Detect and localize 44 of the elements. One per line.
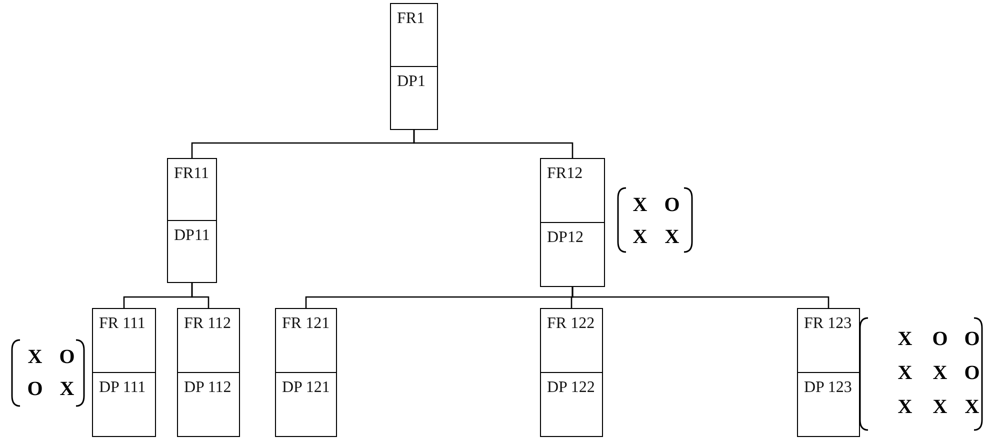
requirement-label: FR 123 <box>804 314 852 334</box>
parameter-label: DP 122 <box>547 378 595 398</box>
parameter-label: DP 121 <box>282 378 330 398</box>
fr-dp-box <box>540 158 605 287</box>
fr-dp-box <box>390 3 438 130</box>
fr-dp-box <box>167 158 217 283</box>
matrix-entry: O <box>59 347 75 367</box>
parameter-label: DP1 <box>397 72 426 92</box>
connector-line <box>413 130 574 158</box>
matrix-entry: X <box>898 363 912 383</box>
matrix-entry: X <box>964 397 980 417</box>
requirement-label: FR 111 <box>99 314 146 334</box>
parameter-label: DP 111 <box>99 378 146 398</box>
parameter-label: DP11 <box>174 226 210 246</box>
connector-line <box>572 287 830 308</box>
matrix-entry: O <box>664 195 680 215</box>
matrix-entry: X <box>932 397 948 417</box>
matrix-entry: X <box>932 363 948 383</box>
requirement-label: FR1 <box>397 9 425 29</box>
matrix-entry: X <box>28 347 42 367</box>
matrix-entry: O <box>932 329 948 349</box>
matrix-entry: O <box>27 379 43 399</box>
fr-dp-box <box>92 308 156 437</box>
matrix-entry: X <box>664 227 680 247</box>
fr-dp-box <box>177 308 240 437</box>
matrix-entry: X <box>632 227 648 247</box>
fr-dp-box <box>275 308 337 437</box>
fr-dp-box <box>540 308 603 437</box>
parameter-label: DP12 <box>547 228 584 248</box>
parameter-label: DP 112 <box>184 378 232 398</box>
requirement-label: FR 121 <box>282 314 330 334</box>
requirement-label: FR 112 <box>184 314 231 334</box>
matrix-entry: X <box>60 379 74 399</box>
matrix-entry: O <box>964 363 980 383</box>
matrix-entry: O <box>964 329 980 349</box>
requirement-label: FR12 <box>547 164 583 184</box>
requirement-label: FR11 <box>174 164 209 184</box>
requirement-label: FR 122 <box>547 314 595 334</box>
parameter-label: DP 123 <box>804 378 852 398</box>
connector-line <box>191 283 210 308</box>
matrix-entry: X <box>898 329 912 349</box>
matrix-entry: X <box>898 397 912 417</box>
fr-dp-box <box>797 308 860 437</box>
matrix-entry: X <box>632 195 648 215</box>
